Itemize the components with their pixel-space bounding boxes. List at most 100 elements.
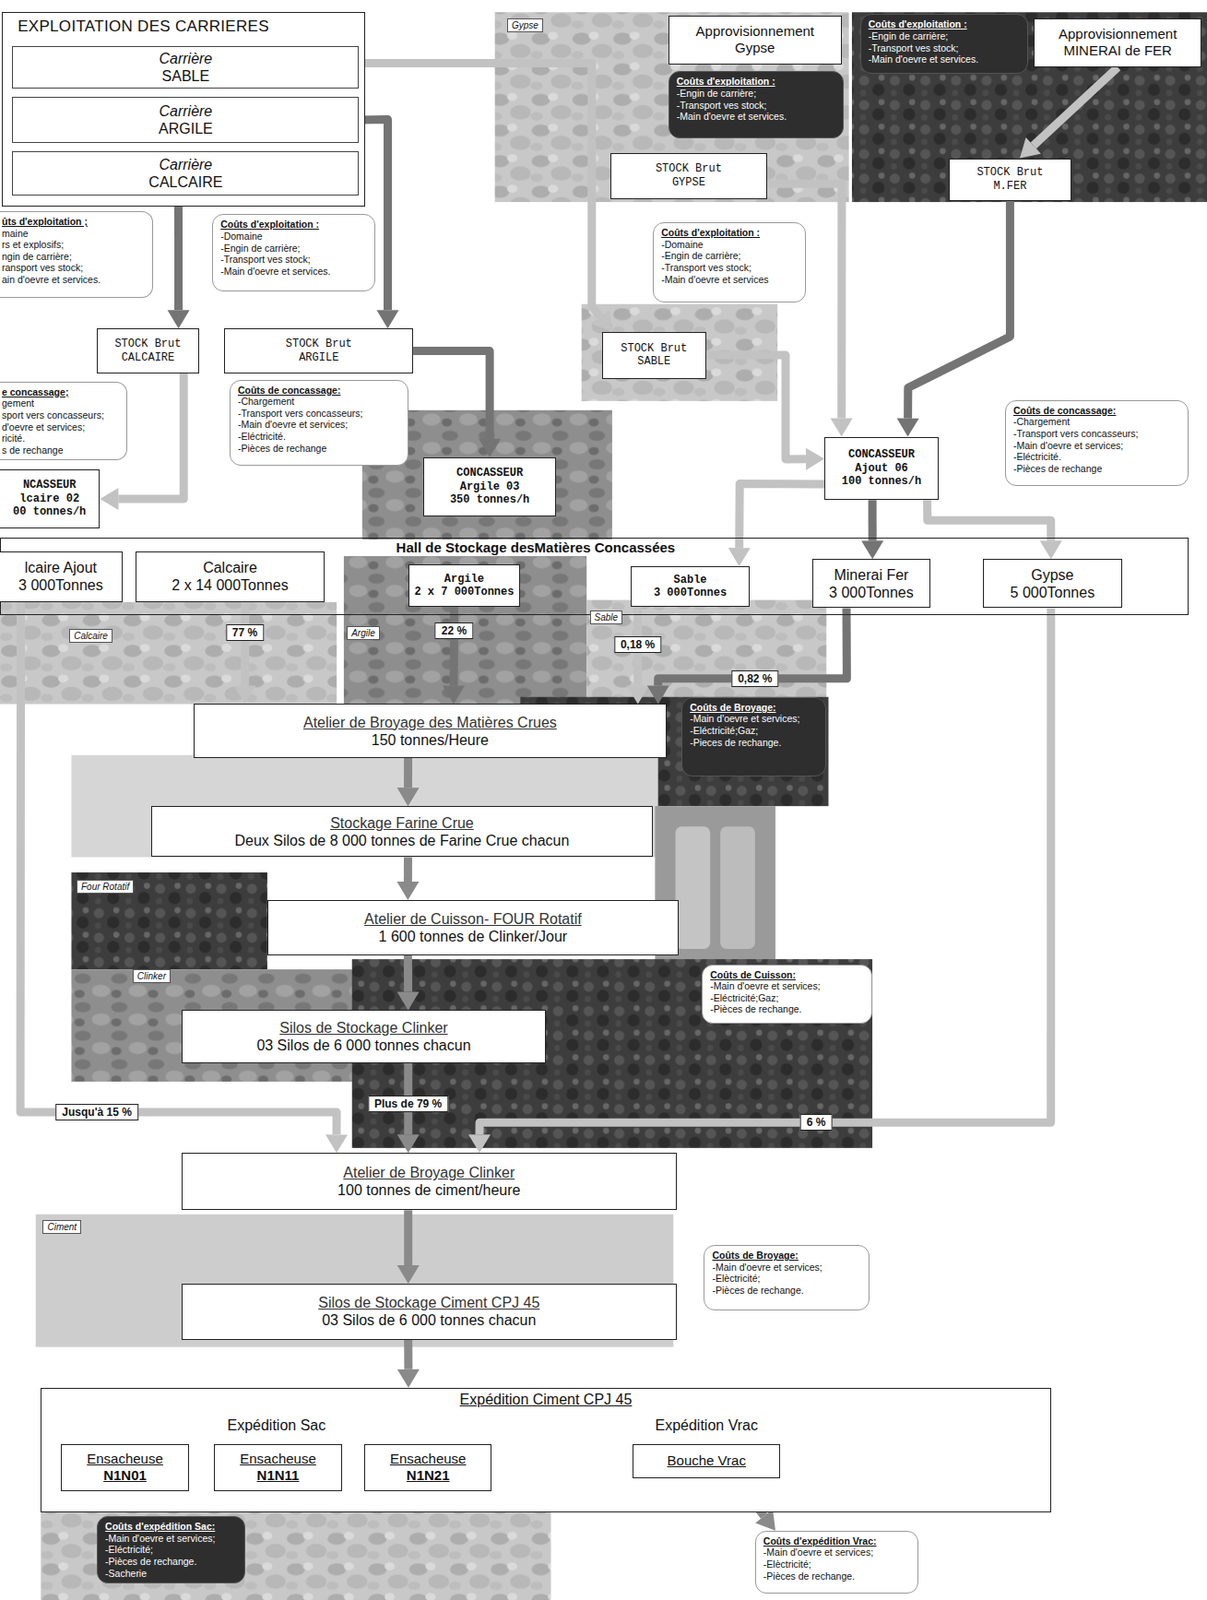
process-box: Stockage Farine CrueDeux Silos de 8 000 … bbox=[151, 805, 653, 857]
node-text: -Main d'oevre et services bbox=[661, 273, 798, 286]
node-heading: Coûts de concassage: bbox=[237, 384, 401, 397]
arrow-head bbox=[627, 685, 650, 704]
node-text: -Main d'oevre et services; bbox=[711, 1261, 861, 1274]
node-text: SABLE bbox=[16, 67, 355, 85]
node-text: sport vers concasseurs; bbox=[1, 409, 119, 422]
node-text: 3 000Tonnes bbox=[634, 586, 746, 600]
node-heading: EXPLOITATION DES CARRIERES bbox=[17, 17, 350, 36]
node-text: -Pièces de rechange. bbox=[711, 1284, 861, 1297]
node-heading: Silos de Stockage Clinker bbox=[186, 1018, 542, 1037]
share-percent: 0,82 % bbox=[731, 670, 779, 687]
node-text: -Pièces de rechange. bbox=[105, 1555, 237, 1568]
flow-line bbox=[403, 955, 413, 993]
node-text: -Main d'oevre et services; bbox=[689, 712, 818, 725]
flow-line bbox=[868, 499, 877, 541]
flow-arrow bbox=[468, 608, 1052, 1154]
node-text: -Engin de carrière; bbox=[676, 87, 836, 100]
node-heading: Bouche Vrac bbox=[637, 1452, 776, 1469]
node-heading: Expédition Ciment CPJ 45 bbox=[306, 1390, 786, 1409]
node-text: gement bbox=[1, 397, 119, 410]
arrow-head bbox=[478, 438, 501, 458]
arrow-head bbox=[397, 991, 420, 1010]
storage-box: lcaire Ajout3 000Tonnes bbox=[0, 551, 123, 603]
cost-callout: Coûts de Cuisson:-Main d'oevre et servic… bbox=[701, 964, 873, 1024]
bagger-box: EnsacheuseN1N11 bbox=[213, 1443, 342, 1491]
node-heading: Atelier de Cuisson- FOUR Rotatif bbox=[272, 910, 675, 928]
node-heading: Coûts de Broyage: bbox=[711, 1249, 861, 1262]
share-percent: Jusqu'à 15 % bbox=[55, 1103, 139, 1121]
node-text: rs et explosifs; bbox=[1, 238, 145, 251]
bagger-box: EnsacheuseN1N01 bbox=[60, 1443, 189, 1491]
flow-arrow bbox=[167, 195, 190, 329]
node-text: s de rechange bbox=[1, 444, 119, 457]
node-text: CALCAIRE bbox=[16, 173, 355, 191]
node-heading: e concassage; bbox=[1, 386, 119, 399]
node-text: GYPSE bbox=[615, 176, 763, 190]
stock-box: STOCK BrutARGILE bbox=[224, 328, 414, 374]
flow-arrow bbox=[397, 1209, 420, 1284]
node-text: -Engin de carrière; bbox=[661, 249, 798, 262]
node-text: 5 000Tonnes bbox=[987, 583, 1119, 602]
flow-line bbox=[403, 757, 413, 788]
quarry-group: EXPLOITATION DES CARRIERES Carrière SABLE C… bbox=[1, 11, 366, 206]
cost-callout: Coûts de concassage:-Chargement-Transpor… bbox=[1005, 400, 1189, 486]
node-text: SABLE bbox=[606, 355, 702, 368]
stock-box: STOCK BrutGYPSE bbox=[610, 153, 768, 200]
arrow-head bbox=[1040, 540, 1063, 559]
arrow-head bbox=[897, 418, 920, 438]
arrow-head bbox=[325, 1134, 348, 1153]
node-heading: Gypse bbox=[987, 566, 1119, 584]
node-heading: Carrière bbox=[16, 102, 355, 120]
process-box: Atelier de Broyage des Matières Crues150… bbox=[193, 703, 666, 758]
node-text: -Eléctricité. bbox=[1013, 450, 1181, 463]
stock-box: STOCK BrutCALCAIRE bbox=[96, 328, 200, 374]
storage-box: Gypse5 000Tonnes bbox=[982, 558, 1124, 608]
cost-callout: Coûts de Broyage:-Main d'oevre et servic… bbox=[703, 1244, 869, 1311]
flow-arrow bbox=[413, 351, 501, 458]
node-text: ricité. bbox=[1, 432, 119, 445]
silo-figure bbox=[720, 826, 756, 949]
arrow-head bbox=[99, 487, 119, 510]
photo-caption: Four Rotatif bbox=[76, 879, 134, 894]
node-text: -Transport ves stock; bbox=[661, 261, 798, 274]
arrow-head bbox=[1019, 137, 1042, 158]
arrow-head bbox=[397, 787, 420, 806]
node-text: ngin de carrière; bbox=[1, 250, 145, 263]
node-text: -Transport vers concasseurs; bbox=[1013, 427, 1181, 440]
node-heading: Minerai Fer bbox=[816, 566, 926, 584]
arrow-head bbox=[468, 1134, 491, 1153]
photo bbox=[495, 11, 850, 202]
node-heading: ûts d'exploitation ; bbox=[1, 215, 145, 228]
arrow-head bbox=[861, 540, 884, 559]
node-heading: CONCASSEUR bbox=[828, 448, 935, 462]
node-heading: Coûts d'exploitation : bbox=[676, 75, 836, 88]
flow-arrow bbox=[234, 602, 257, 705]
flow-line bbox=[449, 606, 459, 686]
node-text: -Main d'oevre et services. bbox=[676, 110, 836, 123]
cost-callout: Coûts de Broyage:-Main d'oevre et servic… bbox=[681, 697, 827, 777]
node-heading: STOCK Brut bbox=[615, 162, 763, 176]
flow-line bbox=[479, 608, 1052, 1136]
node-heading: Stockage Farine Crue bbox=[155, 814, 649, 832]
node-heading: Coûts d'expédition Sac: bbox=[105, 1520, 237, 1533]
node-heading: STOCK Brut bbox=[953, 165, 1067, 179]
node-text: 100 tonnes/h bbox=[828, 474, 935, 488]
cost-callout: Coûts d'exploitation :-Domaine-Engin de … bbox=[652, 222, 806, 302]
bulk-box: Bouche Vrac bbox=[632, 1443, 781, 1480]
storage-hall: Hall de Stockage desMatières Concasséesl… bbox=[0, 537, 1189, 616]
node-text: Gypse bbox=[673, 39, 838, 57]
flow-arrow bbox=[1019, 67, 1118, 159]
arrow-head bbox=[805, 448, 825, 471]
node-heading: Silos de Stockage Ciment CPJ 45 bbox=[186, 1293, 673, 1312]
node-heading: Coûts de Broyage: bbox=[689, 701, 818, 714]
node-text: -Engin de carrière; bbox=[220, 242, 367, 255]
node-text: -Transport vers concasseurs; bbox=[237, 407, 401, 420]
photo bbox=[852, 11, 1207, 202]
crusher-box: NCASSEURlcaire 0200 tonnes/h bbox=[0, 469, 100, 529]
node-text: -Main d'oevre et services; bbox=[1013, 439, 1181, 452]
photo bbox=[40, 1507, 551, 1600]
arrow-head bbox=[591, 310, 613, 332]
flow-line bbox=[413, 351, 490, 439]
node-heading: Coûts d'exploitation : bbox=[868, 18, 1021, 31]
